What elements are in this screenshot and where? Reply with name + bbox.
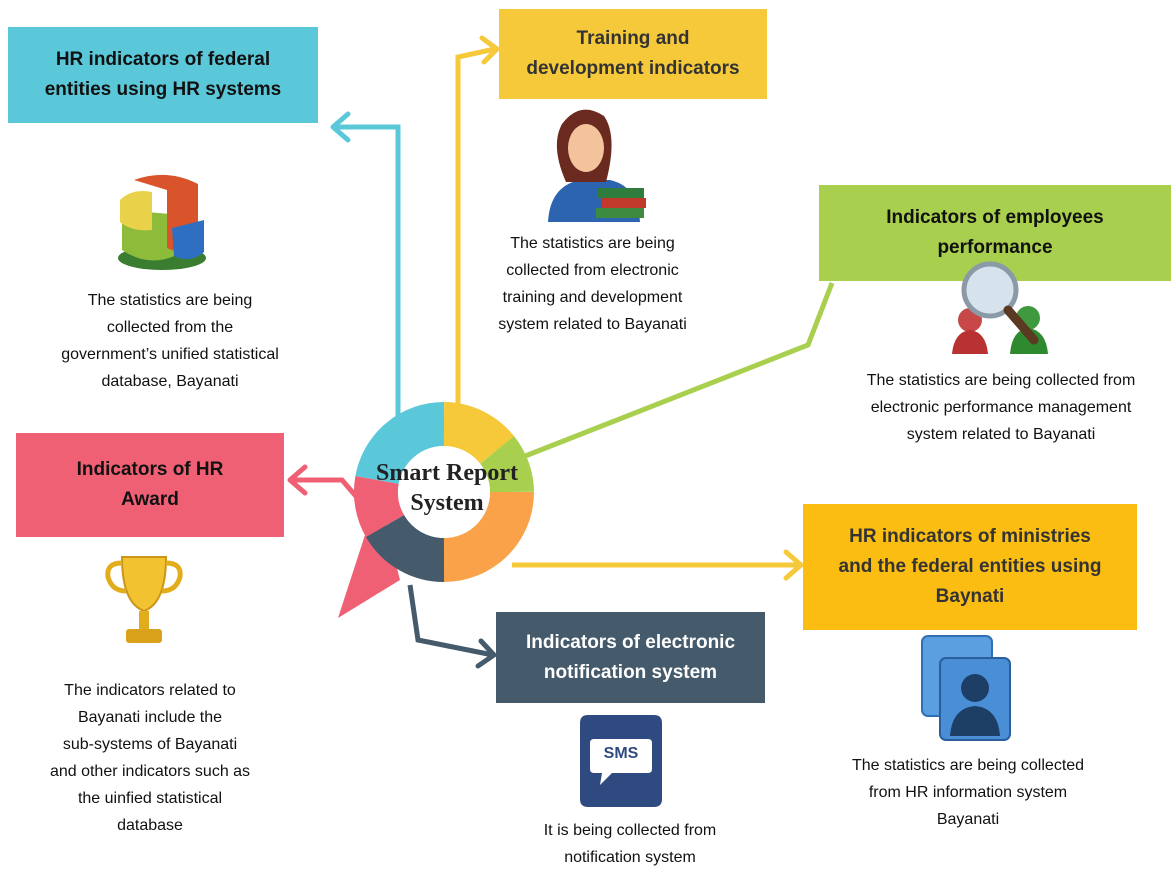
ministries-box: HR indicators of ministries and the fede…: [803, 504, 1137, 630]
ring-segment-slate: [365, 514, 445, 583]
ring-segment-yellow: [442, 402, 515, 465]
performance-desc-line: system related to Bayanati: [906, 426, 1096, 443]
performance-desc-line: The statistics are being collected from: [866, 372, 1136, 389]
ministries-description: The statistics are being collected from …: [818, 752, 1118, 833]
arrowhead-ministries: [783, 549, 804, 581]
hr-federal-desc-line: collected from the: [106, 319, 234, 336]
award-desc-line: and other indicators such as: [49, 763, 251, 780]
award-title-line1: Indicators of HR: [76, 459, 224, 480]
performance-description: The statistics are being collected from …: [836, 367, 1166, 448]
notification-description: It is being collected from notification …: [500, 817, 760, 871]
notification-box: Indicators of electronic notification sy…: [496, 612, 765, 703]
center-title-line1: Smart Report: [376, 460, 518, 486]
center-title-line2: System: [410, 490, 484, 516]
hr-federal-desc-line: government’s unified statistical: [61, 346, 279, 363]
training-desc-line: The statistics are being: [510, 235, 675, 252]
training-description: The statistics are being collected from …: [470, 230, 715, 338]
connector-notification: [407, 584, 494, 658]
training-desc-line: collected from electronic: [506, 262, 679, 279]
ministries-title-line1: HR indicators of ministries: [849, 526, 1091, 547]
hr-federal-desc-line: The statistics are being: [87, 292, 253, 309]
ring-segment-orange: [443, 491, 534, 582]
award-desc-line: the uinfied statistical: [77, 790, 223, 807]
arrowhead-hr-federal: [330, 111, 351, 143]
trophy-icon: [105, 556, 183, 643]
ministries-title-line2: and the federal entities using: [838, 556, 1102, 577]
ring-segment-teal: [355, 401, 445, 485]
ministries-title-line3: Baynati: [935, 586, 1005, 607]
performance-title-line2: performance: [937, 237, 1053, 258]
award-desc-line: sub-systems of Bayanati: [62, 736, 238, 753]
performance-title-line1: Indicators of employees: [886, 207, 1104, 228]
ring-segment-pink: [353, 476, 405, 537]
arrowhead-notification: [475, 638, 497, 669]
arrowhead-award: [287, 464, 308, 496]
hr-federal-title-line1: HR indicators of federal: [55, 49, 271, 70]
training-title-line2: development indicators: [526, 58, 740, 79]
ministries-desc-line: from HR information system: [868, 784, 1068, 801]
training-desc-line: system related to Bayanati: [498, 316, 687, 333]
notification-title-line1: Indicators of electronic: [525, 631, 736, 653]
award-box: Indicators of HR Award: [16, 433, 284, 537]
notification-desc-line: It is being collected from: [543, 822, 717, 839]
sms-icon: SMS: [578, 711, 664, 811]
award-title-line2: Award: [121, 489, 179, 510]
connector-hr-federal: [333, 124, 401, 420]
arrowhead-training: [479, 35, 500, 65]
award-desc-line: The indicators related to: [64, 682, 236, 699]
award-description: The indicators related to Bayanati inclu…: [20, 677, 280, 839]
pie-chart-icon: [118, 174, 206, 270]
hr-federal-box: HR indicators of federal entities using …: [8, 27, 318, 123]
award-desc-line: database: [117, 817, 183, 834]
ring-segment-green: [479, 436, 534, 494]
ministries-desc-line: Bayanati: [936, 811, 1000, 828]
notification-title-line2: notification system: [543, 661, 718, 683]
training-box: Training and development indicators: [499, 9, 767, 99]
user-search-icon: [952, 261, 1048, 354]
ministries-desc-line: The statistics are being collected: [851, 757, 1085, 774]
center-ring: [353, 401, 534, 583]
sms-icon-label: SMS: [603, 745, 639, 762]
notification-desc-line: notification system: [564, 849, 696, 866]
user-profiles-icon: [921, 635, 1011, 741]
connector-training: [455, 46, 496, 415]
hr-federal-desc-line: database, Bayanati: [101, 373, 239, 390]
award-desc-line: Bayanati include the: [77, 709, 223, 726]
performance-desc-line: electronic performance management: [870, 399, 1132, 416]
sms-bubble-graphic: [580, 715, 662, 807]
center-title: Smart Report System: [352, 458, 542, 518]
teacher-with-books-icon: [548, 109, 646, 222]
hr-federal-title-line2: entities using HR systems: [44, 79, 282, 100]
hr-federal-description: The statistics are being collected from …: [20, 287, 320, 395]
connector-performance: [514, 282, 835, 463]
training-title-line1: Training and: [576, 28, 690, 49]
training-desc-line: training and development: [502, 289, 683, 306]
